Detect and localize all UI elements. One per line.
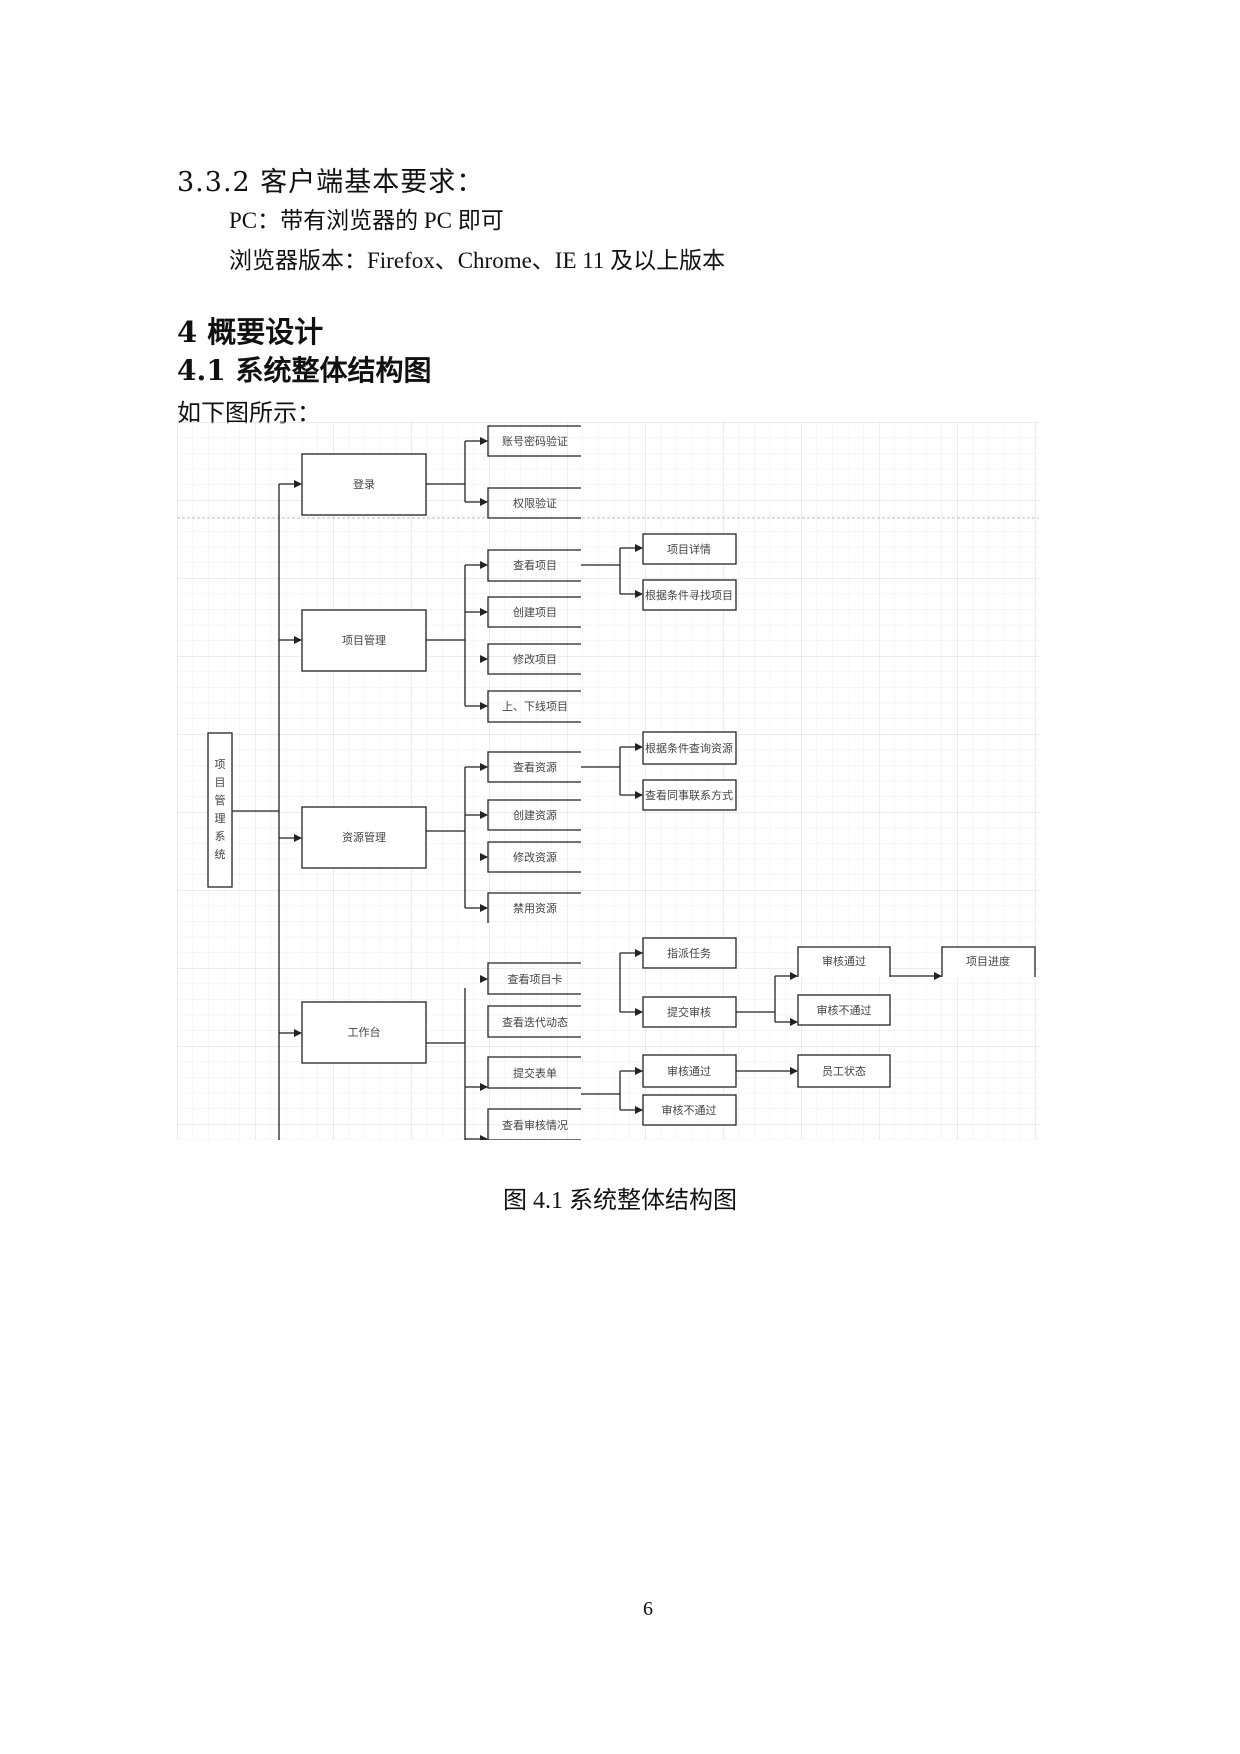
node-workbench: 工作台 <box>348 1025 381 1039</box>
node-assign-task: 指派任务 <box>667 946 711 960</box>
node-submit-review: 提交审核 <box>667 1005 711 1019</box>
svg-text:系: 系 <box>215 830 226 843</box>
node-create-resource: 创建资源 <box>513 808 557 822</box>
chapter-heading: 4 概要设计 <box>177 315 324 349</box>
node-review-fail: 审核不通过 <box>817 1003 872 1017</box>
node-review-pass: 审核通过 <box>822 954 866 968</box>
node-form-review-pass: 审核通过 <box>667 1064 711 1078</box>
node-login: 登录 <box>353 477 375 491</box>
node-view-review-status: 查看审核情况 <box>502 1118 568 1132</box>
section-heading-3-3-2: 3.3.2 客户端基本要求： <box>177 167 485 198</box>
node-submit-form: 提交表单 <box>513 1066 557 1080</box>
svg-text:统: 统 <box>215 848 226 861</box>
client-requirement-pc: PC：带有浏览器的 PC 即可 <box>229 208 504 233</box>
node-view-colleague-contact: 查看同事联系方式 <box>645 788 733 802</box>
system-structure-diagram: 项 目 管 理 系 统 登录 项目管理 资源管理 工作台 账号密码验证 权限验证… <box>177 422 1039 1143</box>
node-modify-project: 修改项目 <box>513 652 557 666</box>
node-view-resource: 查看资源 <box>513 760 557 774</box>
node-project-progress: 项目进度 <box>966 954 1010 968</box>
node-form-review-fail: 审核不通过 <box>662 1103 717 1117</box>
node-find-project-by-condition: 根据条件寻找项目 <box>645 588 733 602</box>
svg-text:理: 理 <box>215 812 226 825</box>
svg-text:管: 管 <box>215 793 226 807</box>
svg-text:项: 项 <box>215 758 226 771</box>
client-requirement-browser: 浏览器版本：Firefox、Chrome、IE 11 及以上版本 <box>229 248 726 273</box>
node-view-iteration: 查看迭代动态 <box>502 1015 568 1029</box>
page-number: 6 <box>643 1598 653 1620</box>
node-resource-management: 资源管理 <box>342 830 386 844</box>
node-modify-resource: 修改资源 <box>513 850 557 864</box>
node-view-project: 查看项目 <box>513 558 557 572</box>
node-create-project: 创建项目 <box>513 605 557 619</box>
node-online-offline-project: 上、下线项目 <box>502 699 568 713</box>
svg-text:目: 目 <box>215 776 226 789</box>
node-disable-resource: 禁用资源 <box>513 901 557 915</box>
node-root: 项 目 管 理 系 统 <box>207 732 233 888</box>
node-permission-verify: 权限验证 <box>513 496 557 510</box>
figure-caption: 图 4.1 系统整体结构图 <box>503 1188 737 1214</box>
node-project-detail: 项目详情 <box>667 542 711 556</box>
node-employee-status: 员工状态 <box>822 1064 866 1078</box>
node-view-project-card: 查看项目卡 <box>508 972 563 986</box>
node-project-management: 项目管理 <box>342 633 386 647</box>
node-account-password-verify: 账号密码验证 <box>502 434 568 448</box>
node-query-resource-by-condition: 根据条件查询资源 <box>645 741 733 755</box>
section-heading-4-1: 4.1 系统整体结构图 <box>177 354 432 387</box>
